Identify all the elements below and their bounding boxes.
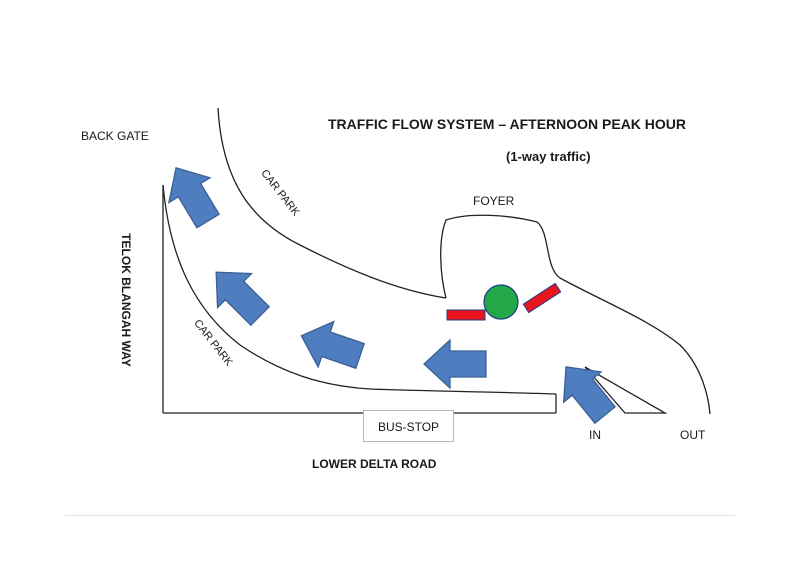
- outer-road-edge: [217, 107, 447, 299]
- arrow-icon: [154, 154, 230, 235]
- arrow-icon: [198, 254, 278, 334]
- roundabout-icon: [483, 284, 519, 320]
- inner-road-edge: [162, 184, 557, 395]
- diagram-subtitle: (1-way traffic): [506, 149, 591, 164]
- footer-divider: [65, 515, 735, 516]
- foyer-label: FOYER: [473, 194, 515, 208]
- telok-blangah-way-label: TELOK BLANGAH WAY: [119, 233, 133, 367]
- entrance-island: [584, 366, 668, 414]
- bus-stop-box: BUS-STOP: [363, 410, 454, 442]
- barriers: [446, 282, 562, 321]
- foyer-outline: [440, 214, 711, 415]
- back-gate-label: BACK GATE: [81, 129, 149, 143]
- in-label: IN: [589, 428, 601, 442]
- lower-delta-road-label: LOWER DELTA ROAD: [312, 457, 437, 471]
- diagram-title: TRAFFIC FLOW SYSTEM – AFTERNOON PEAK HOU…: [328, 116, 687, 132]
- arrow-icon: [423, 339, 487, 389]
- bus-stop-label: BUS-STOP: [377, 420, 440, 434]
- road-outlines: [162, 107, 711, 415]
- arrow-icon: [292, 312, 369, 380]
- barrier-icon: [446, 309, 486, 321]
- arrow-icon: [546, 351, 625, 431]
- out-label: OUT: [680, 428, 706, 442]
- barrier-icon: [522, 282, 562, 314]
